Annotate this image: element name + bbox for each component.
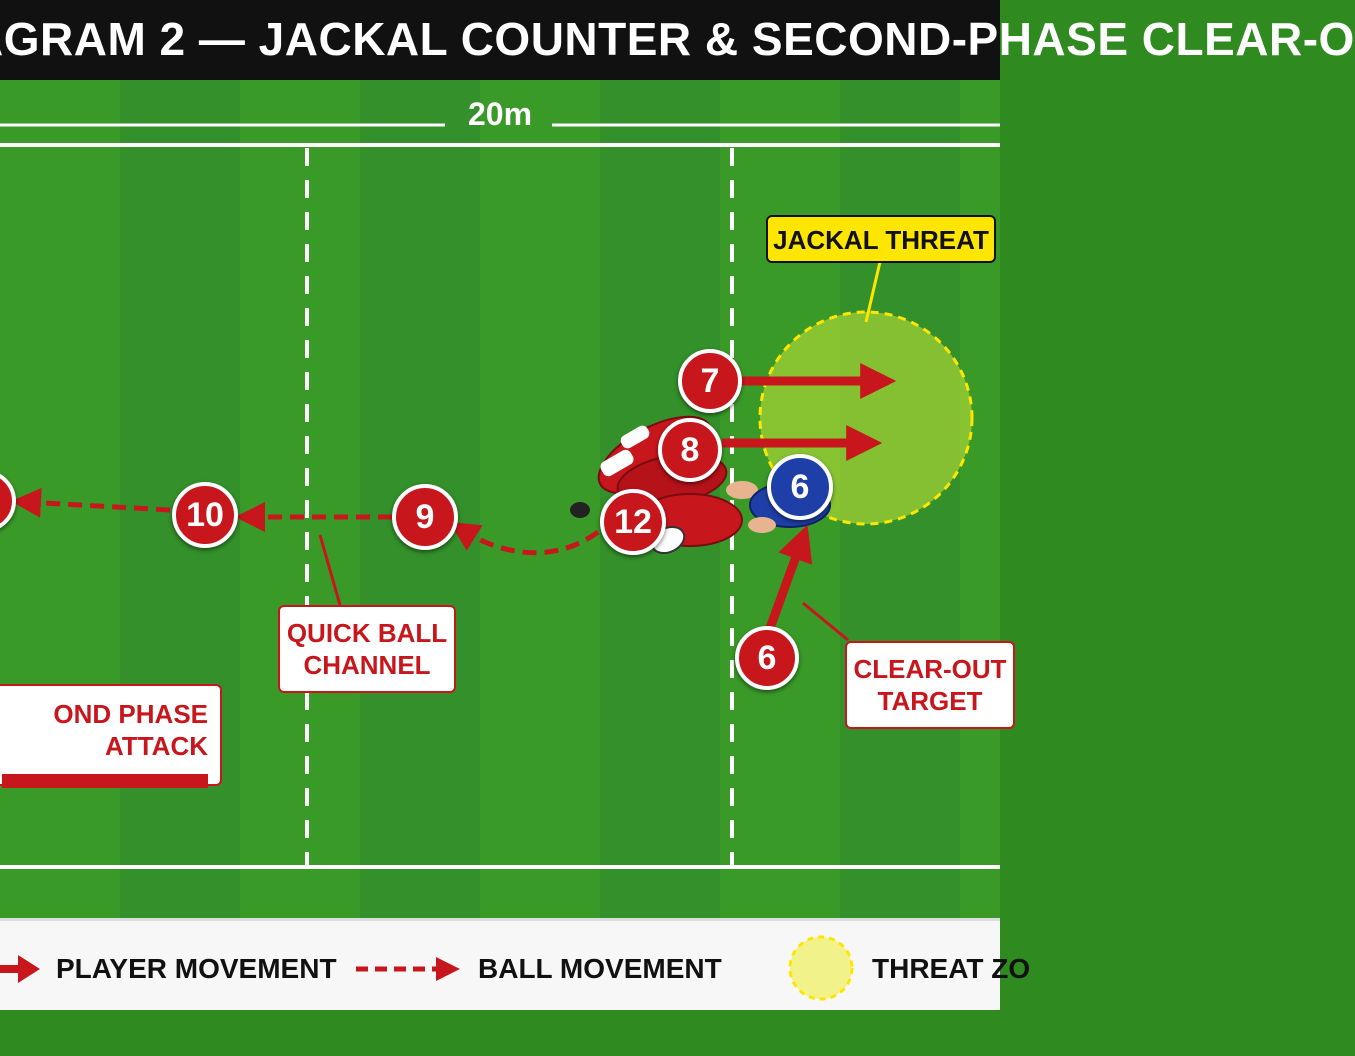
title-bar: AGRAM 2 — JACKAL COUNTER & SECOND-PHASE … xyxy=(0,0,1354,80)
pass-10-to-wide xyxy=(11,487,171,518)
dimension-label: 20m xyxy=(467,96,533,132)
jackal-threat-text: JACKAL THREAT xyxy=(773,225,989,255)
legend-threat-zone: THREAT ZO xyxy=(872,953,1031,984)
threat-zone-legend-icon xyxy=(788,935,854,1001)
jackal-threat-callout: JACKAL THREAT xyxy=(766,215,996,263)
player-6-attacker-badge: 6 xyxy=(735,626,799,690)
arrow-6-clear-out xyxy=(765,524,813,630)
player-7-badge: 7 xyxy=(678,349,742,413)
pitch-markings xyxy=(0,123,1000,869)
player-9-badge: 9 xyxy=(392,484,458,550)
legend-ball-movement: BALL MOVEMENT xyxy=(478,953,722,984)
quick-ball-callout-pointer xyxy=(318,534,342,606)
pass-12-to-9 xyxy=(449,522,600,556)
player-10-badge: 10 xyxy=(172,482,238,548)
clear-out-callout-pointer xyxy=(802,601,849,642)
player-8-badge: 8 xyxy=(658,418,722,482)
jackal-callout-pointer xyxy=(864,261,882,323)
player-movement-legend-icon xyxy=(0,955,40,983)
pitch-bottom-strip xyxy=(0,1010,1000,1056)
second-phase-text: OND PHASE ATTACK xyxy=(53,699,208,761)
ball-movement-legend-icon xyxy=(356,957,460,981)
clear-out-line1: CLEAR-OUT xyxy=(853,654,1007,684)
player-12-badge: 12 xyxy=(600,489,666,555)
diagram-title: AGRAM 2 — JACKAL COUNTER & SECOND-PHASE … xyxy=(0,13,1355,65)
quick-ball-line2: CHANNEL xyxy=(303,650,431,680)
clear-out-line2: TARGET xyxy=(877,686,983,716)
second-phase-arrow-bar xyxy=(2,774,208,788)
legend-player-movement: PLAYER MOVEMENT xyxy=(56,953,337,984)
clear-out-target-callout: CLEAR-OUT TARGET xyxy=(845,641,1015,729)
quick-ball-channel-callout: QUICK BALL CHANNEL xyxy=(278,605,456,693)
quick-ball-line1: QUICK BALL xyxy=(286,618,448,648)
player-6-opponent-badge: 6 xyxy=(767,454,833,520)
second-phase-attack-callout: OND PHASE ATTACK xyxy=(0,684,222,788)
legend-bar: PLAYER MOVEMENT BALL MOVEMENT THREAT ZO xyxy=(0,918,1030,1013)
